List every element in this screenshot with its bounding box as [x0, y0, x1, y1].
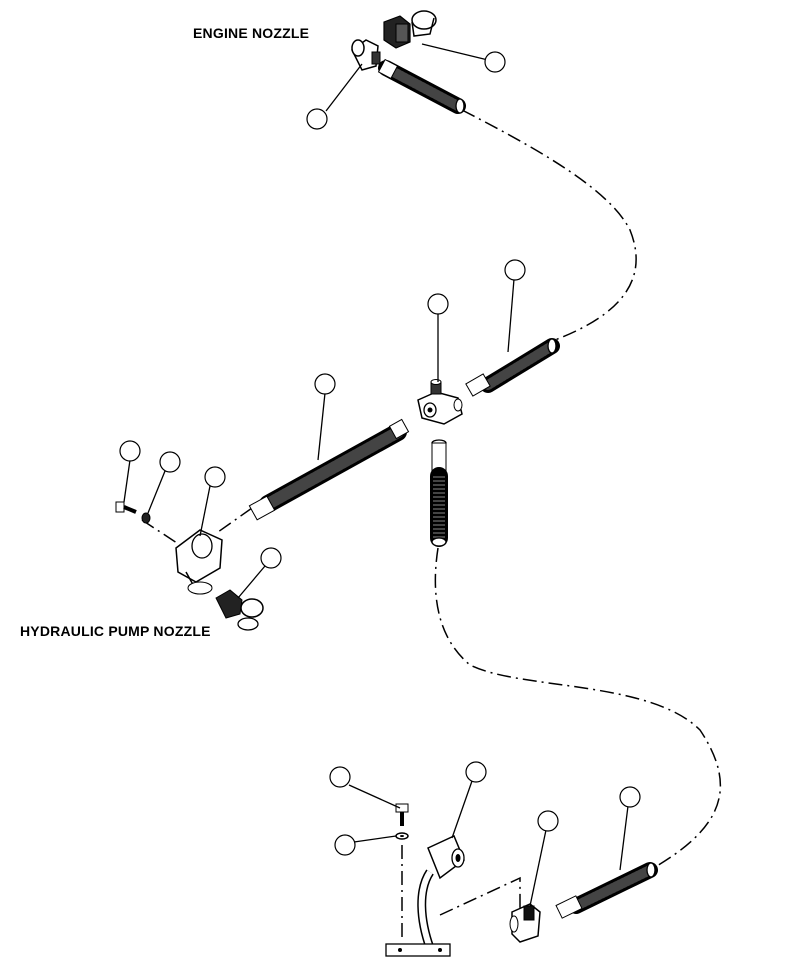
bolt-icon: [395, 803, 409, 826]
route-line-tube-valve: [439, 876, 521, 916]
leader-line: [619, 805, 629, 871]
leader-line: [317, 392, 326, 461]
hose-icon: [555, 862, 658, 919]
tee-fitting-icon: [417, 379, 463, 425]
route-line-lower: [434, 547, 722, 871]
bolt-icon: [115, 501, 137, 514]
leader-line: [199, 485, 211, 537]
callout-bubble: [504, 259, 526, 281]
cap-icon: [411, 10, 437, 37]
callout-bubble: [260, 547, 282, 569]
leader-line: [353, 835, 397, 843]
route-line-upper: [461, 109, 637, 341]
engine-nozzle-label: ENGINE NOZZLE: [193, 25, 310, 41]
suction-tube-icon: [385, 834, 465, 957]
callout-bubble: [159, 451, 181, 473]
callout-bubble: [427, 293, 449, 315]
callout-bubble: [465, 761, 487, 783]
callout-bubble: [119, 440, 141, 462]
callout-bubble: [619, 786, 641, 808]
route-line-pump-bolt: [141, 519, 181, 546]
callout-bubble: [329, 766, 351, 788]
hydraulic-pump-nozzle-label: HYDRAULIC PUMP NOZZLE: [20, 623, 211, 639]
leader-line: [421, 43, 489, 61]
leader-line: [348, 784, 401, 809]
callout-bubble: [204, 466, 226, 488]
washer-icon: [141, 512, 151, 524]
leader-line: [529, 829, 547, 907]
leader-line: [325, 63, 363, 112]
callout-bubble: [314, 373, 336, 395]
hose-icon: [377, 58, 466, 114]
leader-line: [123, 459, 131, 503]
leader-line: [237, 565, 266, 599]
elbow-fitting-icon: [351, 39, 381, 71]
route-line-tee-to-elbow: [217, 507, 253, 533]
callout-bubble: [306, 108, 328, 130]
hose-icon: [248, 418, 410, 521]
cap-icon: [237, 598, 264, 631]
adapter-fitting-icon: [383, 15, 411, 49]
hose-icon: [430, 439, 448, 547]
washer-icon: [395, 832, 409, 840]
callout-bubble: [334, 834, 356, 856]
bracket-icon: [175, 529, 223, 595]
leader-line: [147, 470, 166, 514]
hose-icon: [465, 338, 560, 397]
callout-bubble: [484, 51, 506, 73]
leader-line: [451, 780, 473, 839]
leader-line: [507, 278, 515, 353]
adapter-fitting-icon: [215, 589, 243, 619]
callout-bubble: [537, 810, 559, 832]
ball-valve-icon: [509, 903, 541, 943]
